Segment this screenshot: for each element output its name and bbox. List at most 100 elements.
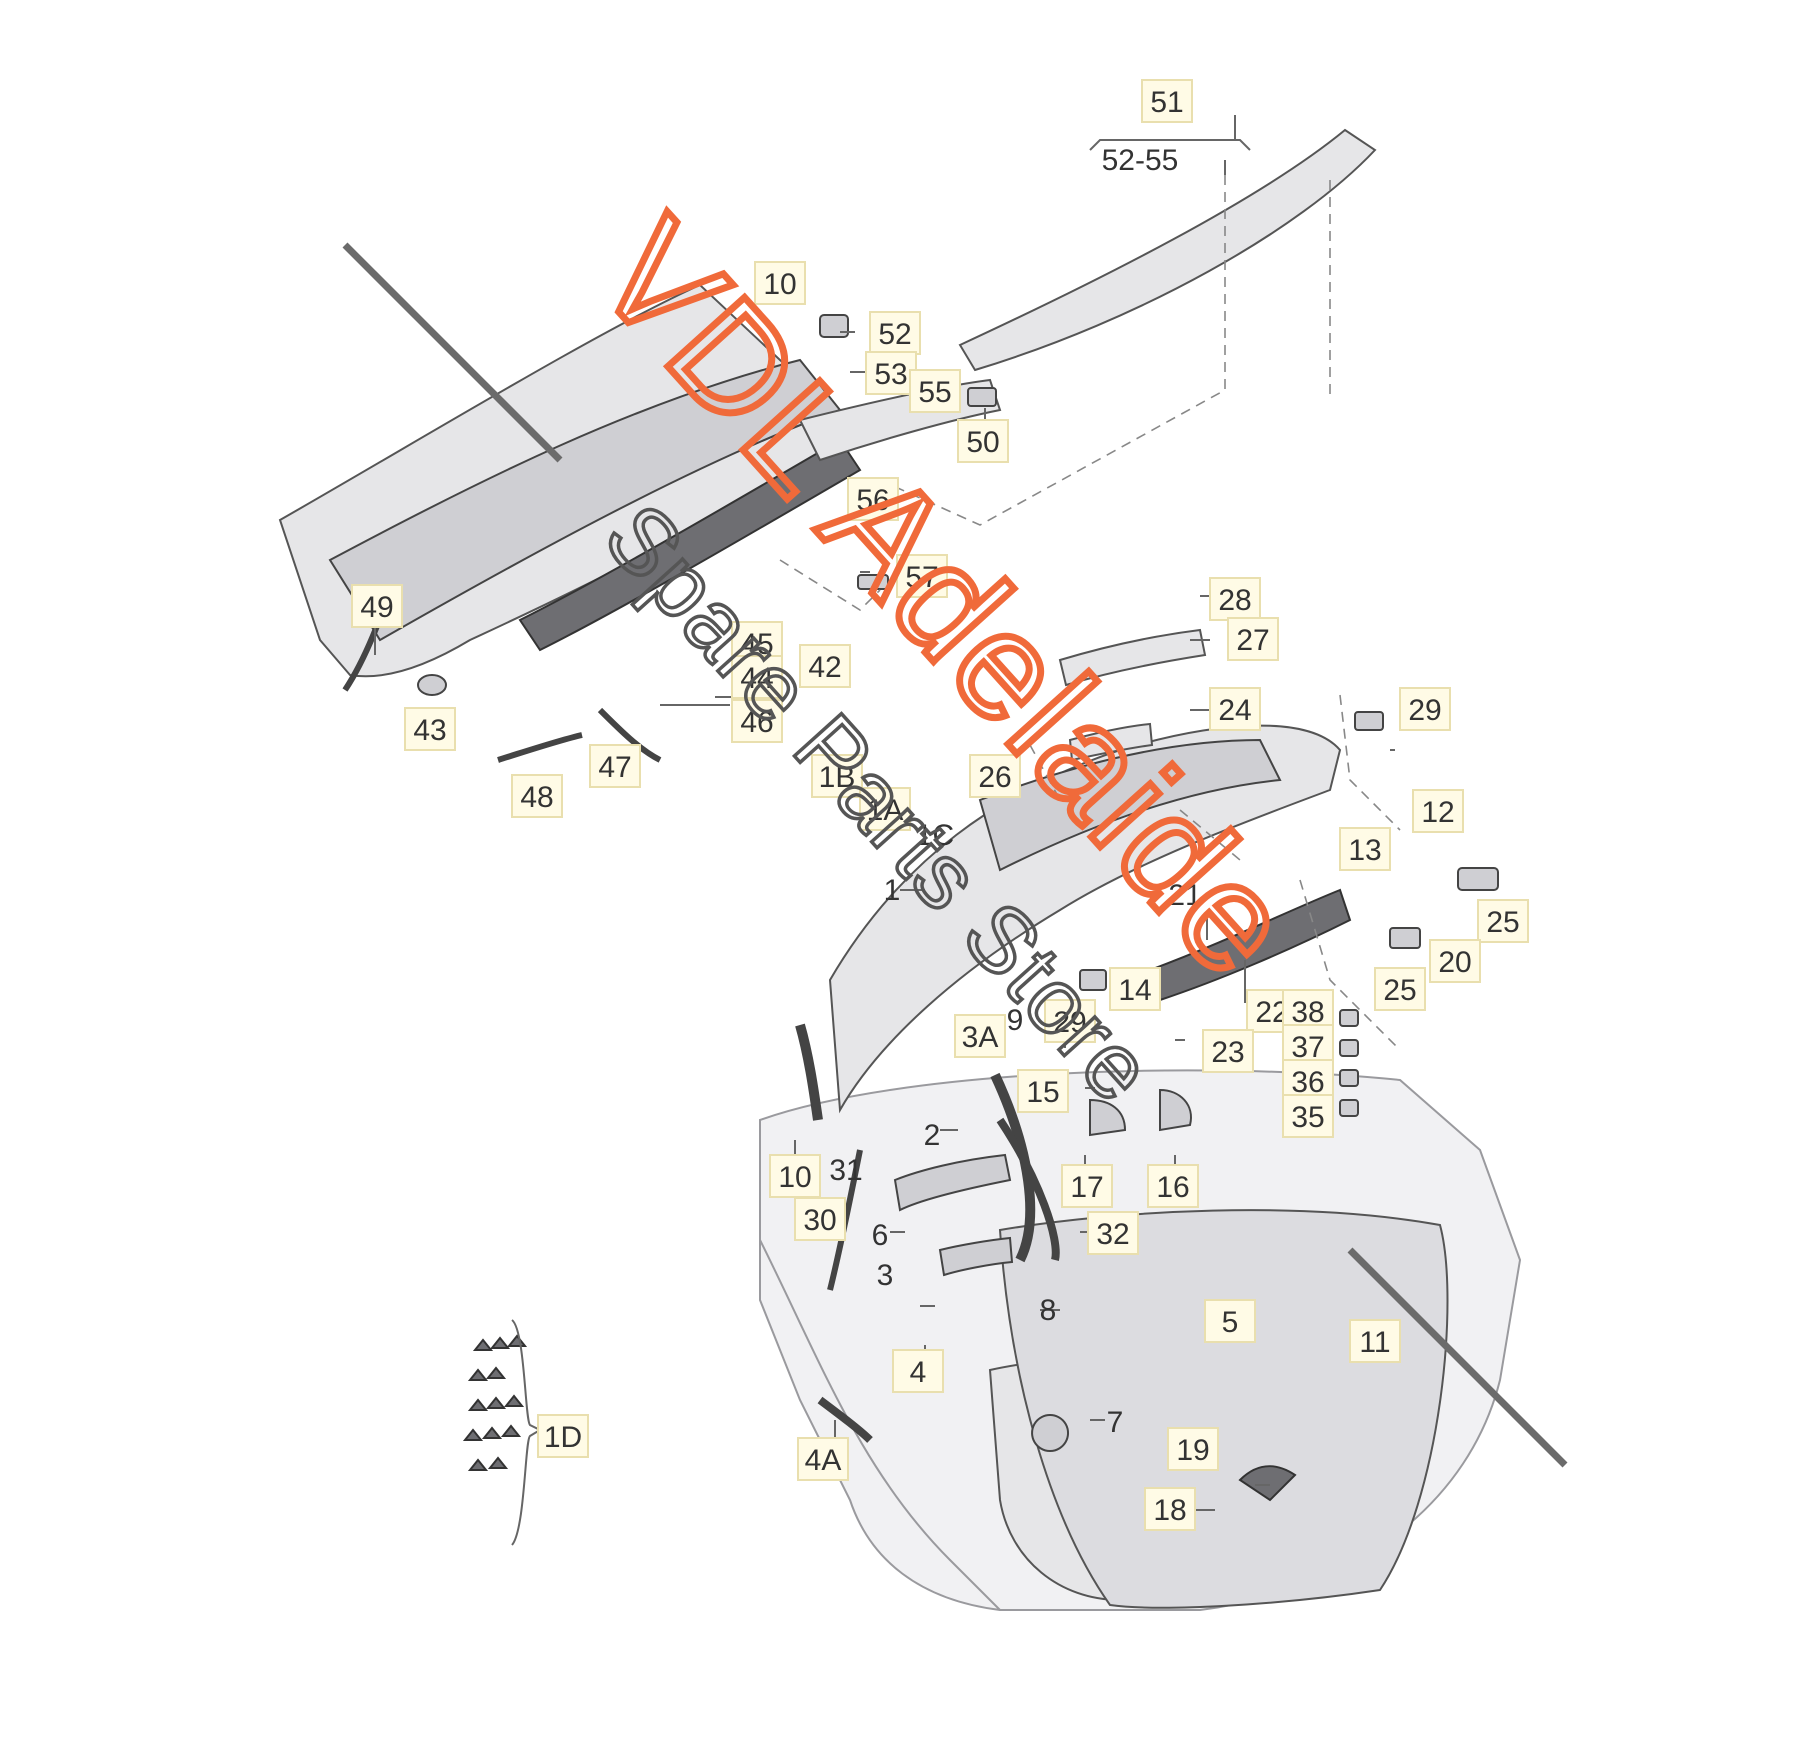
callout-10-bottom: 10: [769, 1154, 821, 1198]
svg-text:29: 29: [1053, 1006, 1086, 1039]
svg-text:56: 56: [856, 484, 889, 517]
svg-text:10: 10: [778, 1161, 811, 1194]
callout-28: 28: [1209, 577, 1261, 621]
callout-1: 1: [884, 874, 901, 907]
callout-48: 48: [511, 774, 563, 818]
svg-text:49: 49: [360, 591, 393, 624]
svg-text:13: 13: [1348, 834, 1381, 867]
callout-16: 16: [1147, 1164, 1199, 1208]
callout-55: 55: [909, 369, 961, 413]
trunk-lid-upper: [278, 283, 1002, 678]
svg-text:23: 23: [1211, 1036, 1244, 1069]
callout-47: 47: [589, 744, 641, 788]
svg-text:1: 1: [884, 874, 901, 907]
spoiler-strip: [958, 128, 1377, 372]
callout-46: 46: [731, 699, 783, 743]
svg-text:28: 28: [1218, 584, 1251, 617]
callout-24: 24: [1209, 687, 1261, 731]
callout-1a: 1A: [859, 787, 911, 831]
svg-text:9: 9: [1007, 1004, 1024, 1037]
callout-1d: 1D: [537, 1414, 589, 1458]
svg-text:6: 6: [872, 1219, 889, 1252]
callout-4: 4: [892, 1349, 944, 1393]
callout-7: 7: [1107, 1406, 1124, 1439]
callout-1c: 1C: [916, 819, 954, 852]
svg-text:37: 37: [1291, 1031, 1324, 1064]
svg-text:2: 2: [924, 1119, 941, 1152]
leader-lines: [374, 115, 1415, 1511]
callout-56: 56: [847, 477, 899, 521]
callout-12: 12: [1412, 789, 1464, 833]
callout-52: 52: [869, 311, 921, 355]
callout-35: 35: [1282, 1094, 1334, 1138]
screw-group-1d: [462, 1334, 528, 1471]
callout-32: 32: [1087, 1211, 1139, 1255]
svg-text:27: 27: [1236, 624, 1269, 657]
svg-text:55: 55: [918, 376, 951, 409]
svg-text:3A: 3A: [962, 1021, 999, 1054]
diagonal-line-left: [342, 242, 563, 463]
svg-text:10: 10: [763, 268, 796, 301]
callout-26: 26: [969, 754, 1021, 798]
svg-text:47: 47: [598, 751, 631, 784]
callout-5: 5: [1204, 1299, 1256, 1343]
callout-53: 53: [865, 351, 917, 395]
car-rear-body: [759, 1069, 1522, 1611]
svg-text:30: 30: [803, 1204, 836, 1237]
svg-text:20: 20: [1438, 946, 1471, 979]
svg-text:43: 43: [413, 714, 446, 747]
callout-27: 27: [1227, 617, 1279, 661]
callout-49: 49: [351, 584, 403, 628]
callout-44: 44: [731, 655, 783, 699]
callout-18: 18: [1144, 1487, 1196, 1531]
tailgate-assembly: [828, 628, 1352, 1114]
svg-text:53: 53: [874, 358, 907, 391]
svg-text:1D: 1D: [544, 1421, 582, 1454]
callout-29-bottom: 29: [1044, 999, 1096, 1043]
callout-31: 31: [829, 1154, 862, 1187]
callout-21: 21: [1168, 879, 1201, 912]
callout-2: 2: [924, 1119, 941, 1152]
svg-text:11: 11: [1359, 1326, 1390, 1359]
callout-8: 8: [1040, 1294, 1057, 1327]
svg-text:46: 46: [740, 706, 773, 739]
callout-15: 15: [1017, 1069, 1069, 1113]
diagonal-line-right: [1347, 1247, 1568, 1468]
callout-3a: 3A: [954, 1014, 1006, 1058]
svg-text:24: 24: [1218, 694, 1251, 727]
svg-text:29: 29: [1408, 694, 1441, 727]
callout-42: 42: [799, 644, 851, 688]
callout-13: 13: [1339, 827, 1391, 871]
callout-25-left: 25: [1374, 967, 1426, 1011]
callout-9: 9: [1007, 1004, 1024, 1037]
svg-text:1C: 1C: [916, 819, 954, 852]
svg-text:57: 57: [905, 561, 938, 594]
callout-11: 11: [1349, 1319, 1401, 1363]
svg-text:42: 42: [808, 651, 841, 684]
svg-text:44: 44: [740, 662, 773, 695]
svg-text:12: 12: [1421, 796, 1454, 829]
small-parts: [342, 314, 1499, 1502]
svg-text:51: 51: [1150, 86, 1183, 119]
svg-text:38: 38: [1291, 996, 1324, 1029]
reference-lines: [779, 175, 1401, 1051]
callout-4a: 4A: [797, 1437, 849, 1481]
callout-29-top: 29: [1399, 687, 1451, 731]
svg-text:31: 31: [829, 1154, 862, 1187]
svg-text:19: 19: [1176, 1434, 1209, 1467]
svg-text:52-55: 52-55: [1102, 144, 1179, 177]
callout-17: 17: [1061, 1164, 1113, 1208]
callout-51: 51: [1141, 79, 1193, 123]
svg-text:16: 16: [1156, 1171, 1189, 1204]
callout-30: 30: [794, 1197, 846, 1241]
callout-10-top: 10: [754, 261, 806, 305]
callout-43: 43: [404, 707, 456, 751]
svg-text:36: 36: [1291, 1066, 1324, 1099]
callout-50: 50: [957, 419, 1009, 463]
svg-text:15: 15: [1026, 1076, 1059, 1109]
svg-text:25: 25: [1486, 906, 1519, 939]
callout-3: 3: [877, 1259, 894, 1292]
callout-25-right: 25: [1477, 899, 1529, 943]
svg-text:14: 14: [1118, 974, 1151, 1007]
